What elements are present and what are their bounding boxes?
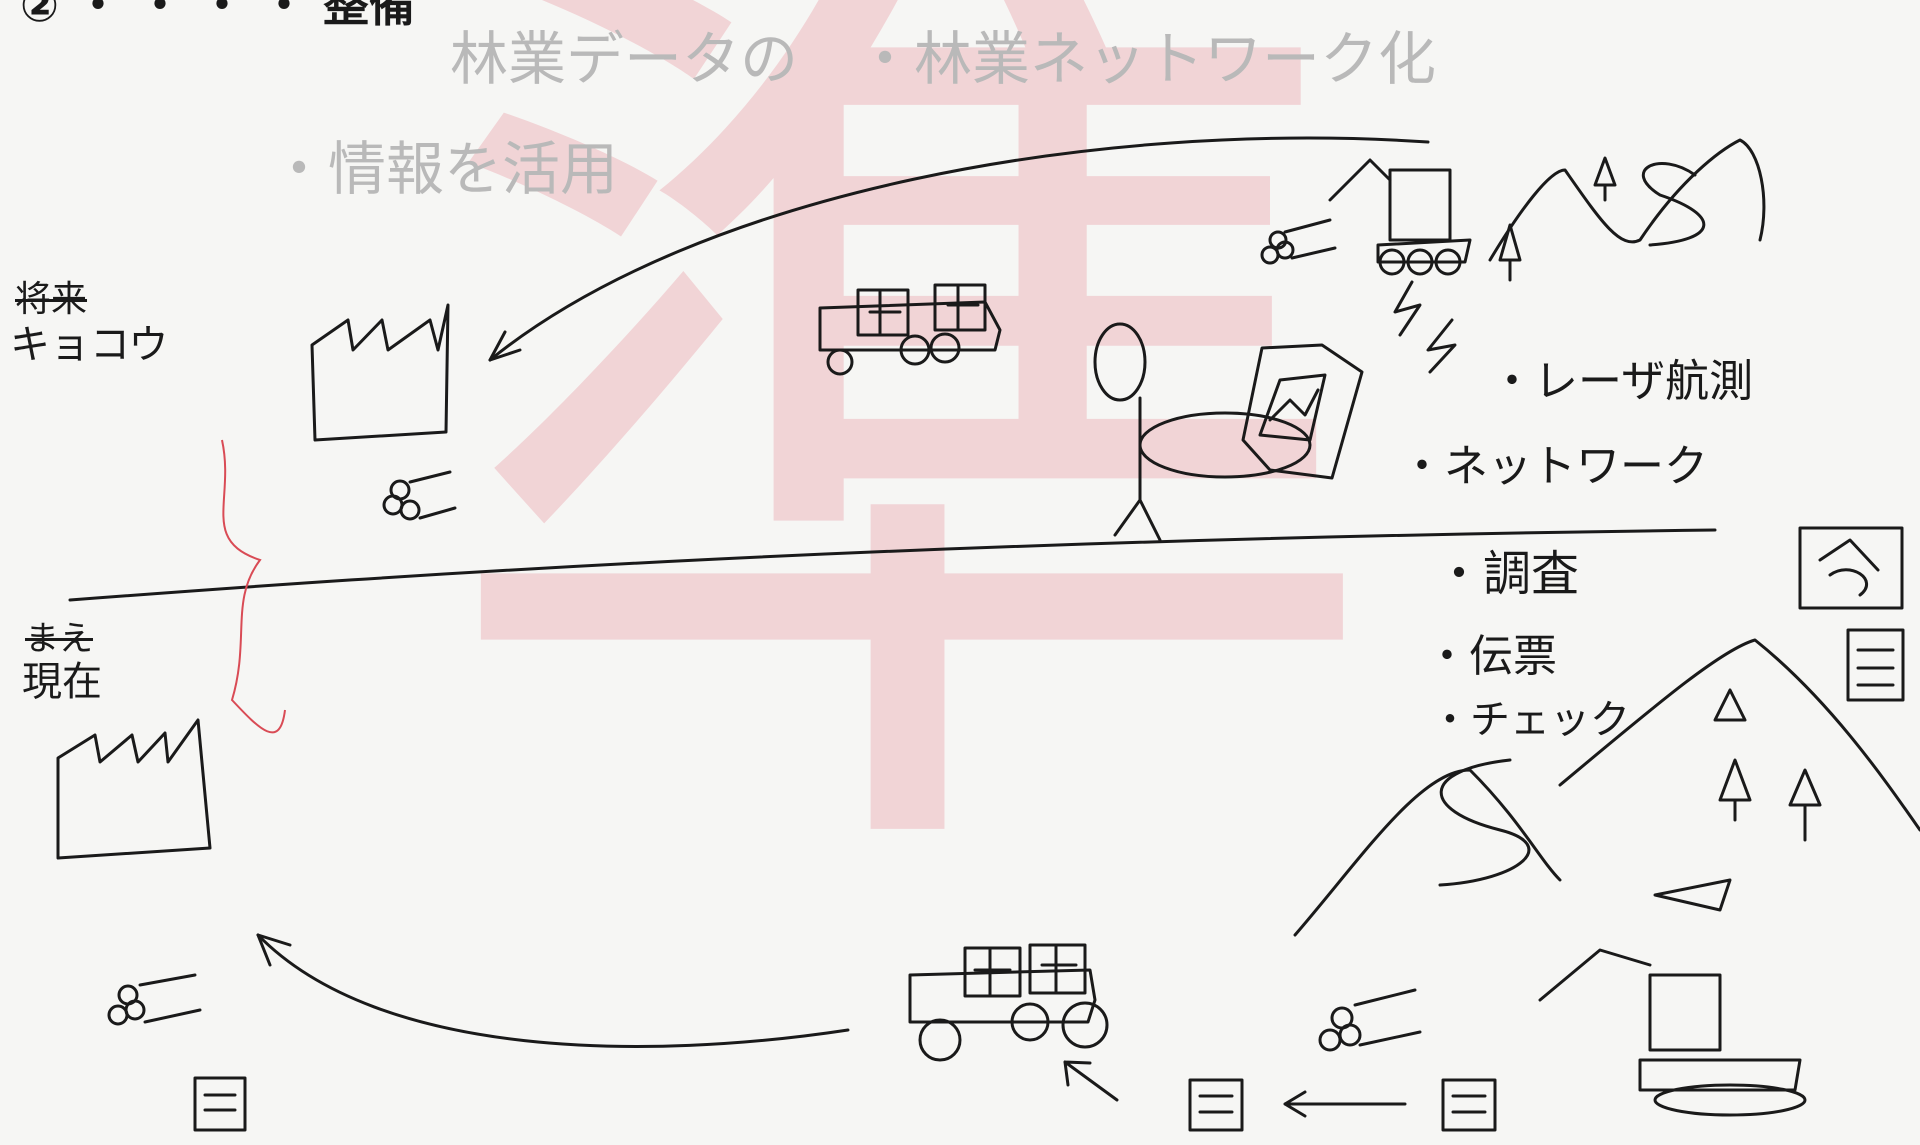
tree-icon: [1715, 690, 1745, 720]
current-struck-label: まえ: [25, 622, 93, 656]
excavator-icon: [1540, 880, 1805, 1115]
log-pile-icon: [384, 472, 455, 519]
mountain-icon: [1490, 140, 1764, 260]
document-icon: [1848, 630, 1903, 700]
future-label: キョコウ: [10, 325, 168, 365]
map-box-icon: [1800, 528, 1902, 608]
bullet-network: ・ネットワーク: [1400, 445, 1708, 489]
bullet-survey: ・調査: [1435, 550, 1579, 598]
arrow-doc: [1285, 1092, 1405, 1116]
current-label: 現在: [22, 662, 102, 702]
factory-icon: [58, 720, 210, 858]
document-icon: [1190, 1080, 1242, 1130]
faint-note-line2: ・情報を活用: [270, 140, 618, 198]
log-truck-icon: [820, 285, 1000, 374]
tree-icon: [1790, 770, 1820, 840]
log-truck-icon: [910, 945, 1107, 1060]
bullet-check: ・チェック: [1430, 700, 1630, 740]
bullet-laser-survey: ・レーザ航測: [1490, 360, 1753, 404]
tree-icon: [1595, 158, 1615, 200]
arrow-up-left: [1065, 1062, 1117, 1100]
bullet-slip: ・伝票: [1425, 635, 1557, 679]
arrow-truck-to-factory: [258, 935, 848, 1046]
excavator-icon: [1330, 160, 1470, 274]
future-struck-label: 将来: [15, 282, 87, 318]
log-pile-icon: [109, 975, 200, 1024]
tree-icon: [1720, 760, 1750, 820]
log-pile-icon: [1262, 220, 1335, 263]
tree-icon: [1500, 225, 1520, 280]
mountain-icon: [1295, 770, 1560, 935]
document-icon: [1443, 1080, 1495, 1130]
road-icon: [1643, 164, 1704, 245]
top-cut-text: ② ・ ・ ・ ・ 整備: [20, 0, 415, 28]
lightning-icon: [1395, 282, 1420, 335]
lightning-icon: [1428, 320, 1455, 372]
factory-icon: [312, 305, 448, 440]
log-pile-icon: [1320, 990, 1420, 1050]
document-icon: [195, 1078, 245, 1130]
faint-note-line1: 林業データの ・林業ネットワーク化: [450, 30, 1436, 88]
stick-figure-icon: [1095, 324, 1310, 540]
